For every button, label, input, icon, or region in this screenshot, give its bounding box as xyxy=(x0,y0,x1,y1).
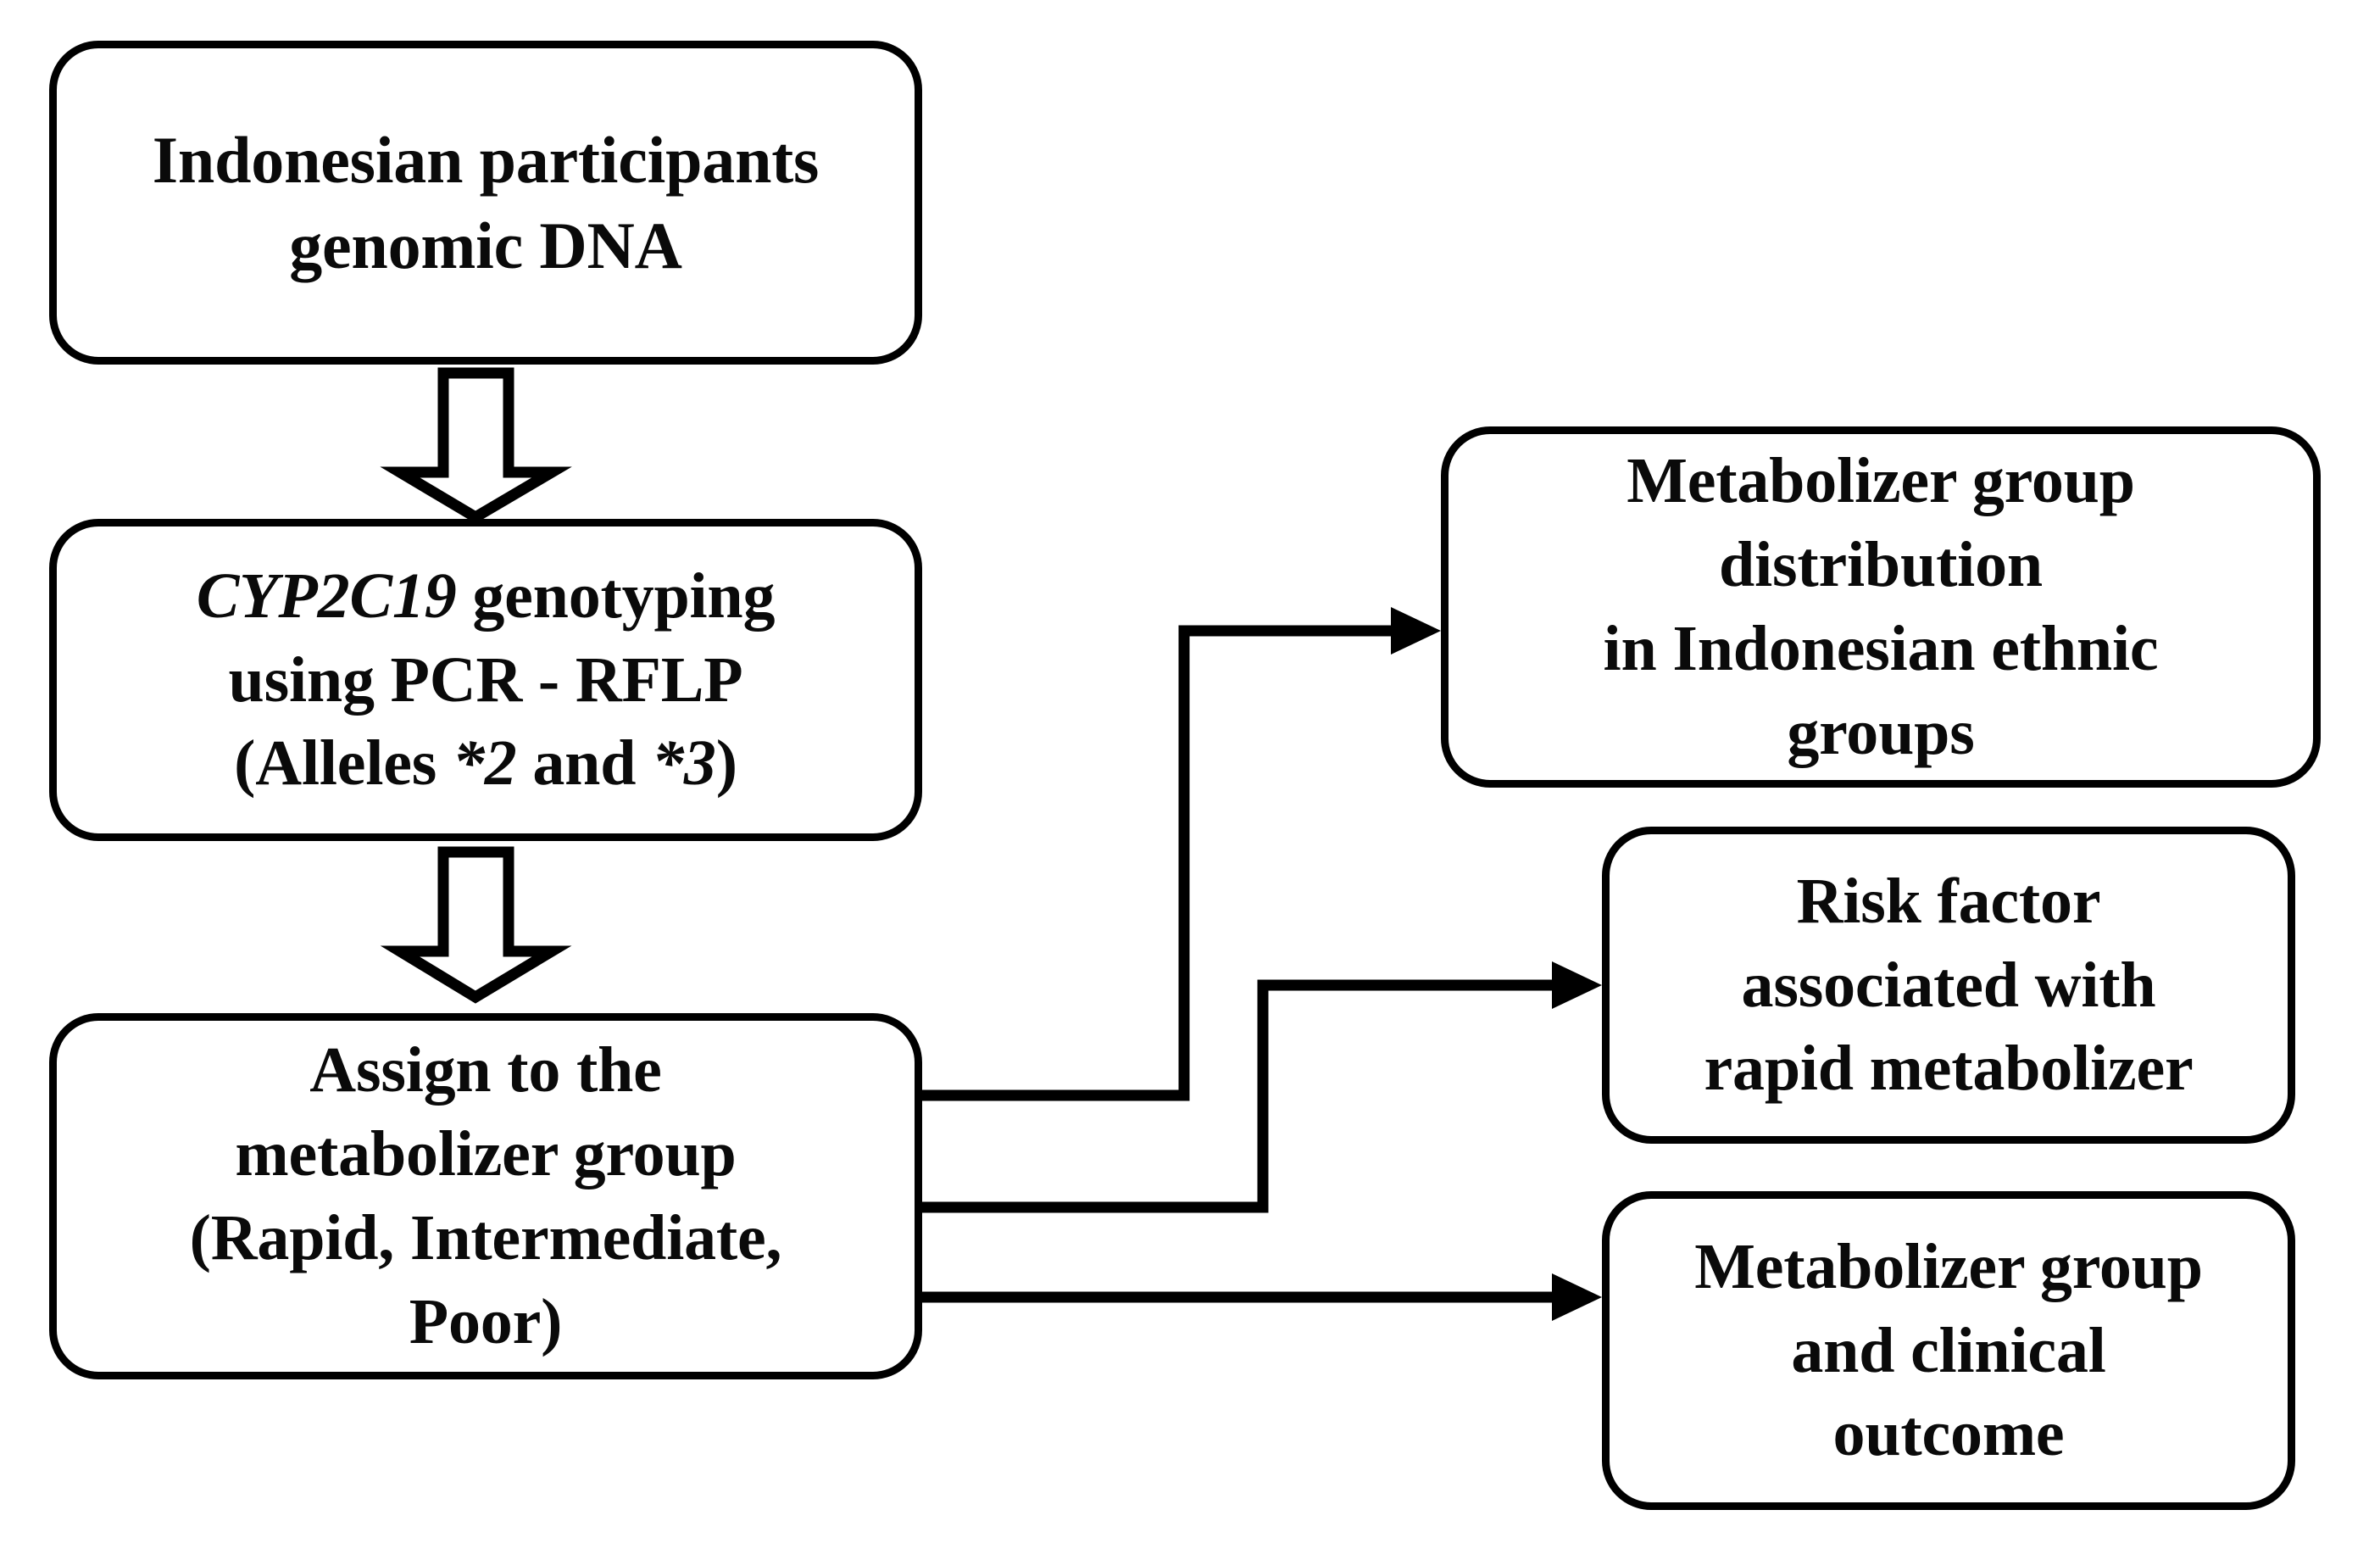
allele-star3: *3 xyxy=(652,727,716,800)
node-riskfactor-label: Risk factor associated with rapid metabo… xyxy=(1704,865,2194,1105)
node-assign-label: Assign to the metabolizer group (Rapid, … xyxy=(189,1034,782,1357)
node-metabolizer-clinical-outcome: Metabolizer group and clinical outcome xyxy=(1602,1191,2295,1510)
block-arrow-source-to-genotyping xyxy=(380,367,572,524)
genotyping-line3-prefix: (Alleles xyxy=(234,727,453,800)
gene-name-cyp2c19: CYP2C19 xyxy=(196,560,457,632)
connector-assign-to-outcome xyxy=(922,1273,1602,1321)
genotyping-line3-mid: and xyxy=(516,727,653,800)
genotyping-line3-suffix: ) xyxy=(715,727,737,800)
node-source-label: Indonesian participants genomic DNA xyxy=(152,122,820,282)
node-assign-metabolizer-group: Assign to the metabolizer group (Rapid, … xyxy=(49,1013,922,1379)
node-distribution-label: Metabolizer group distribution in Indone… xyxy=(1603,445,2159,768)
node-metabolizer-distribution: Metabolizer group distribution in Indone… xyxy=(1441,426,2321,788)
allele-star2: *2 xyxy=(452,727,517,800)
node-outcome-label: Metabolizer group and clinical outcome xyxy=(1694,1230,2203,1470)
node-risk-factor-rapid-metabolizer: Risk factor associated with rapid metabo… xyxy=(1602,827,2295,1144)
node-genotyping-pcr-rflp: CYP2C19 genotyping using PCR - RFLP (Allel… xyxy=(49,519,922,841)
block-arrow-genotyping-to-assign xyxy=(380,846,572,1004)
genotyping-line1-rest: genotyping xyxy=(456,560,776,632)
node-genotyping-label: CYP2C19 genotyping using PCR - RFLP (Allel… xyxy=(175,554,798,805)
genotyping-line2: using PCR - RFLP xyxy=(228,644,743,716)
connector-assign-to-riskfactor xyxy=(922,961,1602,1213)
connector-assign-to-distribution xyxy=(922,607,1441,1101)
node-source-genomic-dna: Indonesian participants genomic DNA xyxy=(49,41,922,365)
